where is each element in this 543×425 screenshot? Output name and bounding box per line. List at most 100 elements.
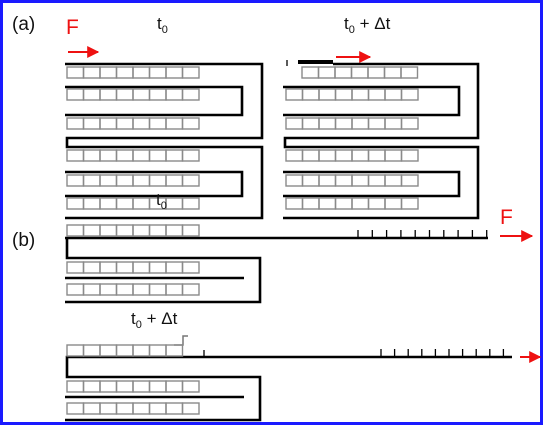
cell [82, 197, 101, 210]
cell [367, 117, 386, 130]
cell [367, 88, 386, 101]
cell [165, 174, 184, 187]
cell [99, 283, 118, 296]
cell-row [66, 174, 200, 187]
cell [82, 380, 101, 393]
cell [132, 380, 151, 393]
cell [66, 283, 85, 296]
cell [351, 88, 370, 101]
panel-a-label: (a) [12, 14, 35, 35]
cell [165, 344, 184, 357]
cell [66, 66, 85, 79]
cell [99, 344, 118, 357]
cell [82, 117, 101, 130]
cell-row [285, 197, 419, 210]
panel-b-t1-cells [66, 344, 200, 415]
panel-b-t1-step [174, 335, 188, 346]
cell [148, 224, 167, 237]
cell [132, 197, 151, 210]
panel-a-t1-cells [285, 60, 419, 210]
cell [400, 88, 419, 101]
cell [99, 224, 118, 237]
cell-row [285, 149, 419, 162]
panel-a-force-label: F [66, 16, 79, 39]
cell [132, 261, 151, 274]
cell [301, 174, 320, 187]
cell [66, 344, 85, 357]
cell [181, 88, 200, 101]
cell [181, 224, 200, 237]
cell [318, 88, 337, 101]
cell [115, 66, 134, 79]
cell [148, 66, 167, 79]
cell-row [66, 66, 200, 79]
cell [165, 261, 184, 274]
panel-a-structure-t1 [283, 60, 480, 220]
cell [115, 344, 134, 357]
cell [334, 149, 353, 162]
cell [132, 66, 151, 79]
cell [148, 117, 167, 130]
cell [99, 149, 118, 162]
cell [66, 402, 85, 415]
panel-b-t0-released-marks [357, 230, 488, 238]
cell [181, 402, 200, 415]
cell [165, 149, 184, 162]
cell [334, 174, 353, 187]
cell [301, 149, 320, 162]
cell-row [66, 261, 200, 274]
cell [82, 224, 101, 237]
cell-row [66, 149, 200, 162]
cell [351, 174, 370, 187]
panel-b-t1-released-marks [203, 349, 505, 357]
panel-b-t1-frame [65, 355, 262, 422]
panel-b-structure-t0 [65, 224, 488, 304]
cell [383, 66, 402, 79]
cell-row [66, 402, 200, 415]
cell [367, 149, 386, 162]
cell [82, 402, 101, 415]
cell [66, 174, 85, 187]
cell [285, 117, 304, 130]
cell [350, 66, 369, 79]
cell [400, 117, 419, 130]
cell [148, 402, 167, 415]
cell [115, 117, 134, 130]
cell [99, 197, 118, 210]
cell [99, 380, 118, 393]
cell [66, 88, 85, 101]
cell [82, 174, 101, 187]
cell [82, 66, 101, 79]
cell [148, 283, 167, 296]
cell [132, 402, 151, 415]
cell [148, 88, 167, 101]
cell [181, 380, 200, 393]
cell [367, 174, 386, 187]
cell [165, 117, 184, 130]
panel-a-t1-inner-track-1 [283, 85, 461, 117]
cell [400, 149, 419, 162]
cell [115, 149, 134, 162]
cell [99, 117, 118, 130]
cell [148, 380, 167, 393]
cell [334, 66, 353, 79]
cell [115, 197, 134, 210]
cell-row [66, 117, 200, 130]
cell [384, 88, 403, 101]
cell [66, 117, 85, 130]
cell [181, 66, 200, 79]
cell [318, 149, 337, 162]
cell [148, 261, 167, 274]
cell [181, 117, 200, 130]
cell [384, 149, 403, 162]
cell [115, 261, 134, 274]
cell [181, 149, 200, 162]
cell [285, 174, 304, 187]
panel-a-t0-cells [66, 66, 200, 210]
panel-a-t0-inner-track-2 [65, 170, 244, 198]
cell [301, 88, 320, 101]
cell-row [66, 197, 200, 210]
